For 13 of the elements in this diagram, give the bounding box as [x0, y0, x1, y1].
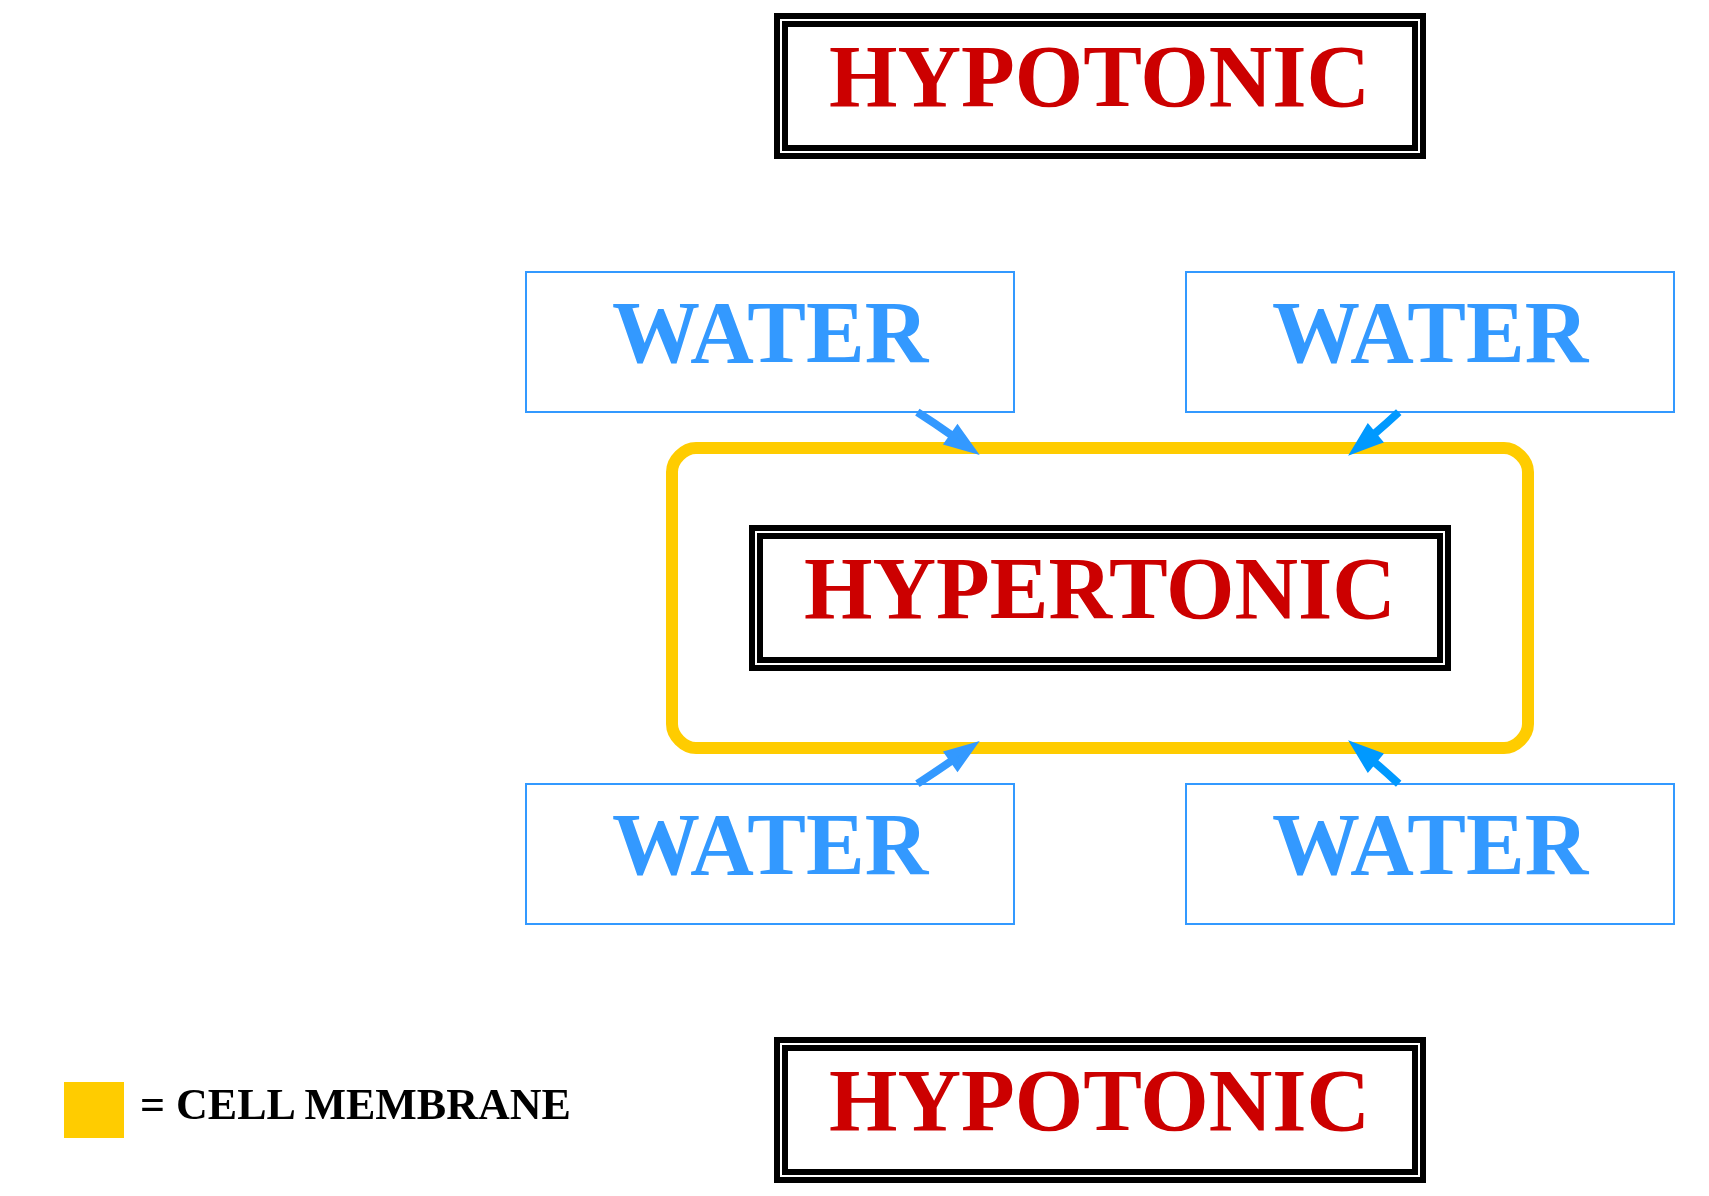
legend-label: = CELL MEMBRANE [140, 1080, 571, 1130]
node-box: WATER [1185, 783, 1675, 925]
arrow [915, 741, 980, 788]
node-box: WATER [1185, 271, 1675, 413]
node-box: HYPOTONIC [774, 1037, 1426, 1183]
cluster [666, 442, 1534, 754]
arrow [1348, 409, 1402, 456]
node-box: WATER [525, 271, 1015, 413]
node-box: WATER [525, 783, 1015, 925]
node-box: HYPOTONIC [774, 13, 1426, 159]
node-box: HYPERTONIC [749, 525, 1451, 671]
arrow [1348, 740, 1402, 787]
arrow [915, 408, 980, 455]
